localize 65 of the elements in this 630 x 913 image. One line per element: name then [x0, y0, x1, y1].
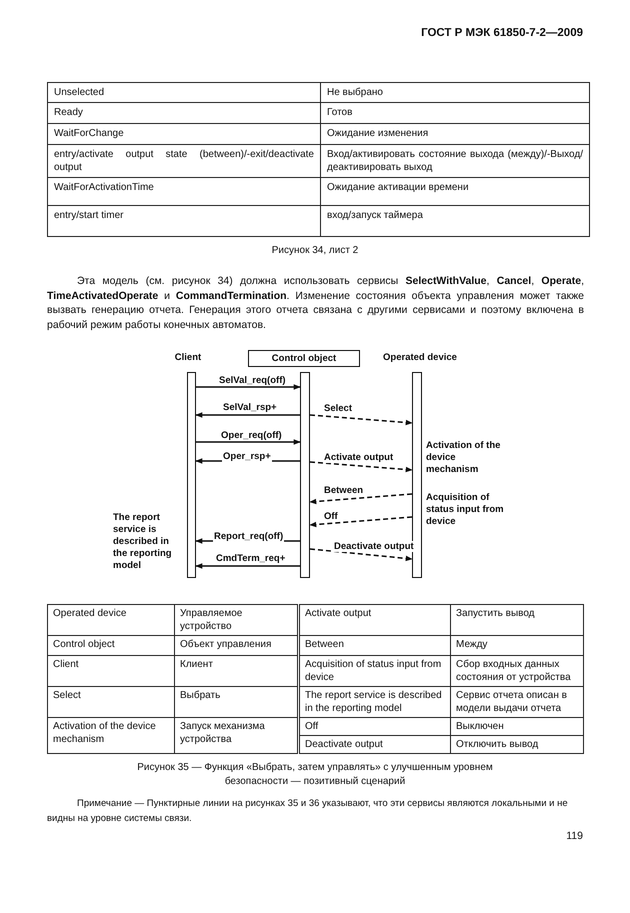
side-note: Acquisition of status input from device [426, 492, 505, 528]
table-cell: Select [48, 686, 174, 718]
dashed-arrow [310, 414, 413, 426]
table-cell: Сбор входных данных состояния от устройства [450, 656, 584, 686]
arrow [195, 563, 300, 569]
page-header: ГОСТ Р МЭК 61850-7-2—2009 [420, 27, 583, 39]
table-cell: Deactivate output [298, 736, 450, 754]
participant-box: Control object [248, 350, 360, 367]
arrow [196, 384, 301, 390]
note-text: Примечание — Пунктирные линии на рисунках 35 и 36 указывают, что эти сервисы являются локальными и не видны на уровне системы связи. [47, 797, 569, 826]
dashed-arrow [310, 461, 413, 472]
edge-label: Oper_rsp+ [222, 451, 272, 462]
table-cell: entry/start timer [48, 206, 320, 236]
edge-label: Oper_req(off) [220, 430, 283, 441]
table-cell: Activation of the device mechanism [48, 718, 174, 754]
table-cell: Между [450, 636, 584, 656]
table-cell: Client [48, 656, 174, 686]
figure-caption: Рисунок 35 — Функция «Выбрать, затем управлять» с улучшенным уровнем безопасности — позитивный сценарий [136, 761, 494, 789]
table-cell: Activate output [298, 604, 450, 636]
table-cell: Ожидание активации времени [320, 178, 590, 206]
table-cell: Control object [48, 636, 174, 656]
dashed-arrow [309, 493, 412, 504]
table-cell: WaitForChange [48, 124, 320, 144]
lifeline-bar [187, 372, 196, 578]
arrow [196, 439, 301, 445]
side-note: Activation of the device mechanism [426, 440, 501, 476]
table-cell: Вход/активировать состояние выхода (между)/-Выход/деактивировать выход [320, 144, 590, 178]
table-cell: Готов [320, 102, 590, 124]
table-cell: Сервис отчета описан в модели выдачи отчета [450, 686, 584, 718]
table-cell: Отключить вывод [450, 736, 584, 754]
lifeline-bar [300, 372, 310, 578]
table-cell: Выключен [450, 718, 584, 736]
table-cell: Ready [48, 102, 320, 124]
body-paragraph: Эта модель (см. рисунок 34) должна использовать сервисы SelectWithValue, Cancel, Operate, TimeActivatedOperate и CommandTermination. Изменение состояния объекта управления может также вызвать генерацию отчета. Генерация этого отчета связана с другими сервисами и поэтому включена в рабочий режим работы конечных автоматов. [47, 274, 584, 332]
table-cell: вход/запуск таймера [320, 206, 590, 236]
edge-label: Activate output [323, 452, 394, 463]
edge-label: Off [323, 511, 339, 522]
edge-label: Between [323, 485, 364, 496]
table-cell: Operated device [48, 604, 174, 636]
table-cell: Unselected [48, 82, 320, 102]
edge-label: SelVal_rsp+ [222, 402, 278, 413]
side-note: The report service is described in the reporting model [113, 512, 173, 572]
table-cell: Запустить вывод [450, 604, 584, 636]
participant-label: Client [160, 352, 216, 366]
table-cell: Acquisition of status input from device [298, 656, 450, 686]
figure-caption: Рисунок 34, лист 2 [270, 245, 360, 256]
participant-label: Operated device [370, 352, 470, 366]
edge-label: Deactivate output [333, 541, 415, 552]
table-cell: Off [298, 718, 450, 736]
table-cell: Ожидание изменения [320, 124, 590, 144]
table-cell: The report service is described in the reporting model [298, 686, 450, 718]
page-number: 119 [565, 830, 583, 842]
table-cell: WaitForActivationTime [48, 178, 320, 206]
dashed-arrow [309, 516, 412, 528]
arrow [195, 412, 300, 418]
dashed-arrow [310, 548, 413, 562]
lifeline-bar [412, 372, 422, 578]
edge-label: Select [323, 403, 353, 414]
table-cell: Управляемое устройство [174, 604, 298, 636]
edge-label: SelVal_req(off) [218, 375, 287, 386]
table-cell: Between [298, 636, 450, 656]
edge-label: CmdTerm_req+ [215, 553, 286, 564]
table-cell: entry/activate output state (between)/-exit/deactivate output [48, 144, 320, 178]
edge-label: Report_req(off) [213, 531, 284, 542]
table-cell: Не выбрано [320, 82, 590, 102]
